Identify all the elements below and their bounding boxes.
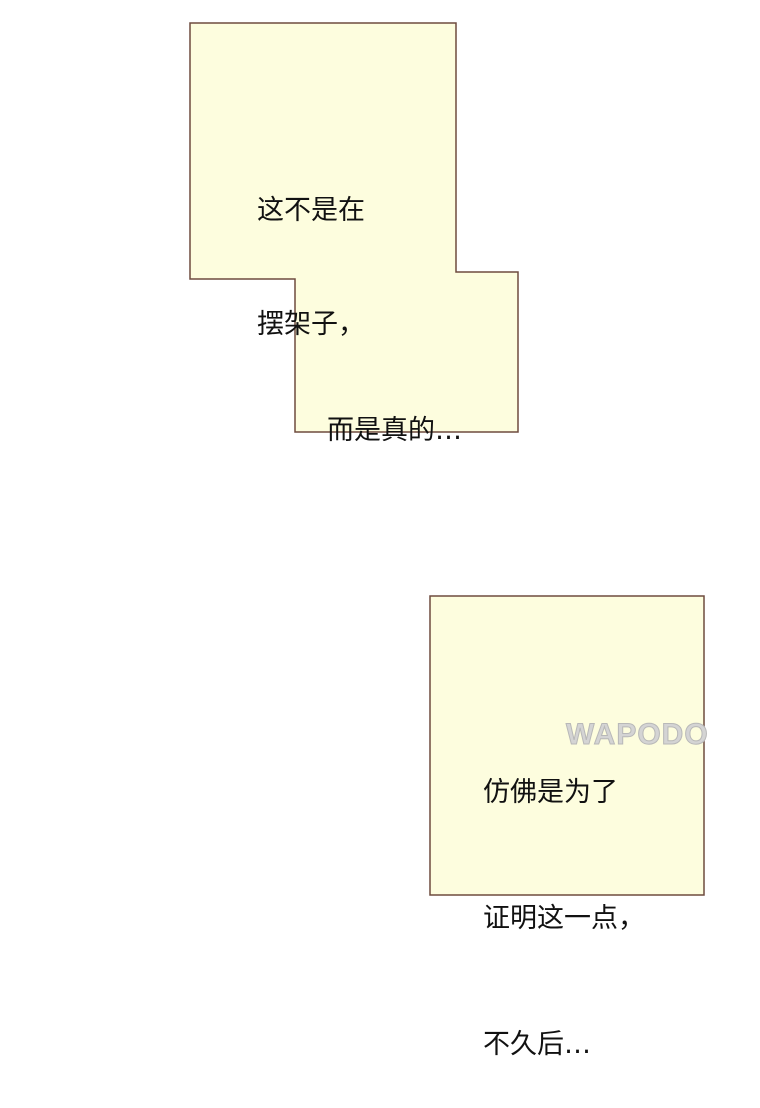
narration-line: 证明这一点，: [483, 903, 645, 934]
panel-shapes: [189, 22, 705, 896]
narration-text-2: 而是真的…: [327, 336, 462, 488]
narration-line: 这不是在: [257, 195, 365, 226]
watermark: WAPODO: [566, 718, 709, 752]
narration-line: 不久后…: [483, 1029, 591, 1060]
narration-box-2: [429, 595, 705, 896]
narration-text-1: 这不是在 摆架子，: [257, 116, 365, 382]
narration-box-1: [189, 22, 519, 433]
narration-line: 而是真的…: [327, 415, 462, 446]
narration-line: 仿佛是为了: [483, 777, 618, 808]
narration-line: 摆架子，: [257, 309, 365, 340]
